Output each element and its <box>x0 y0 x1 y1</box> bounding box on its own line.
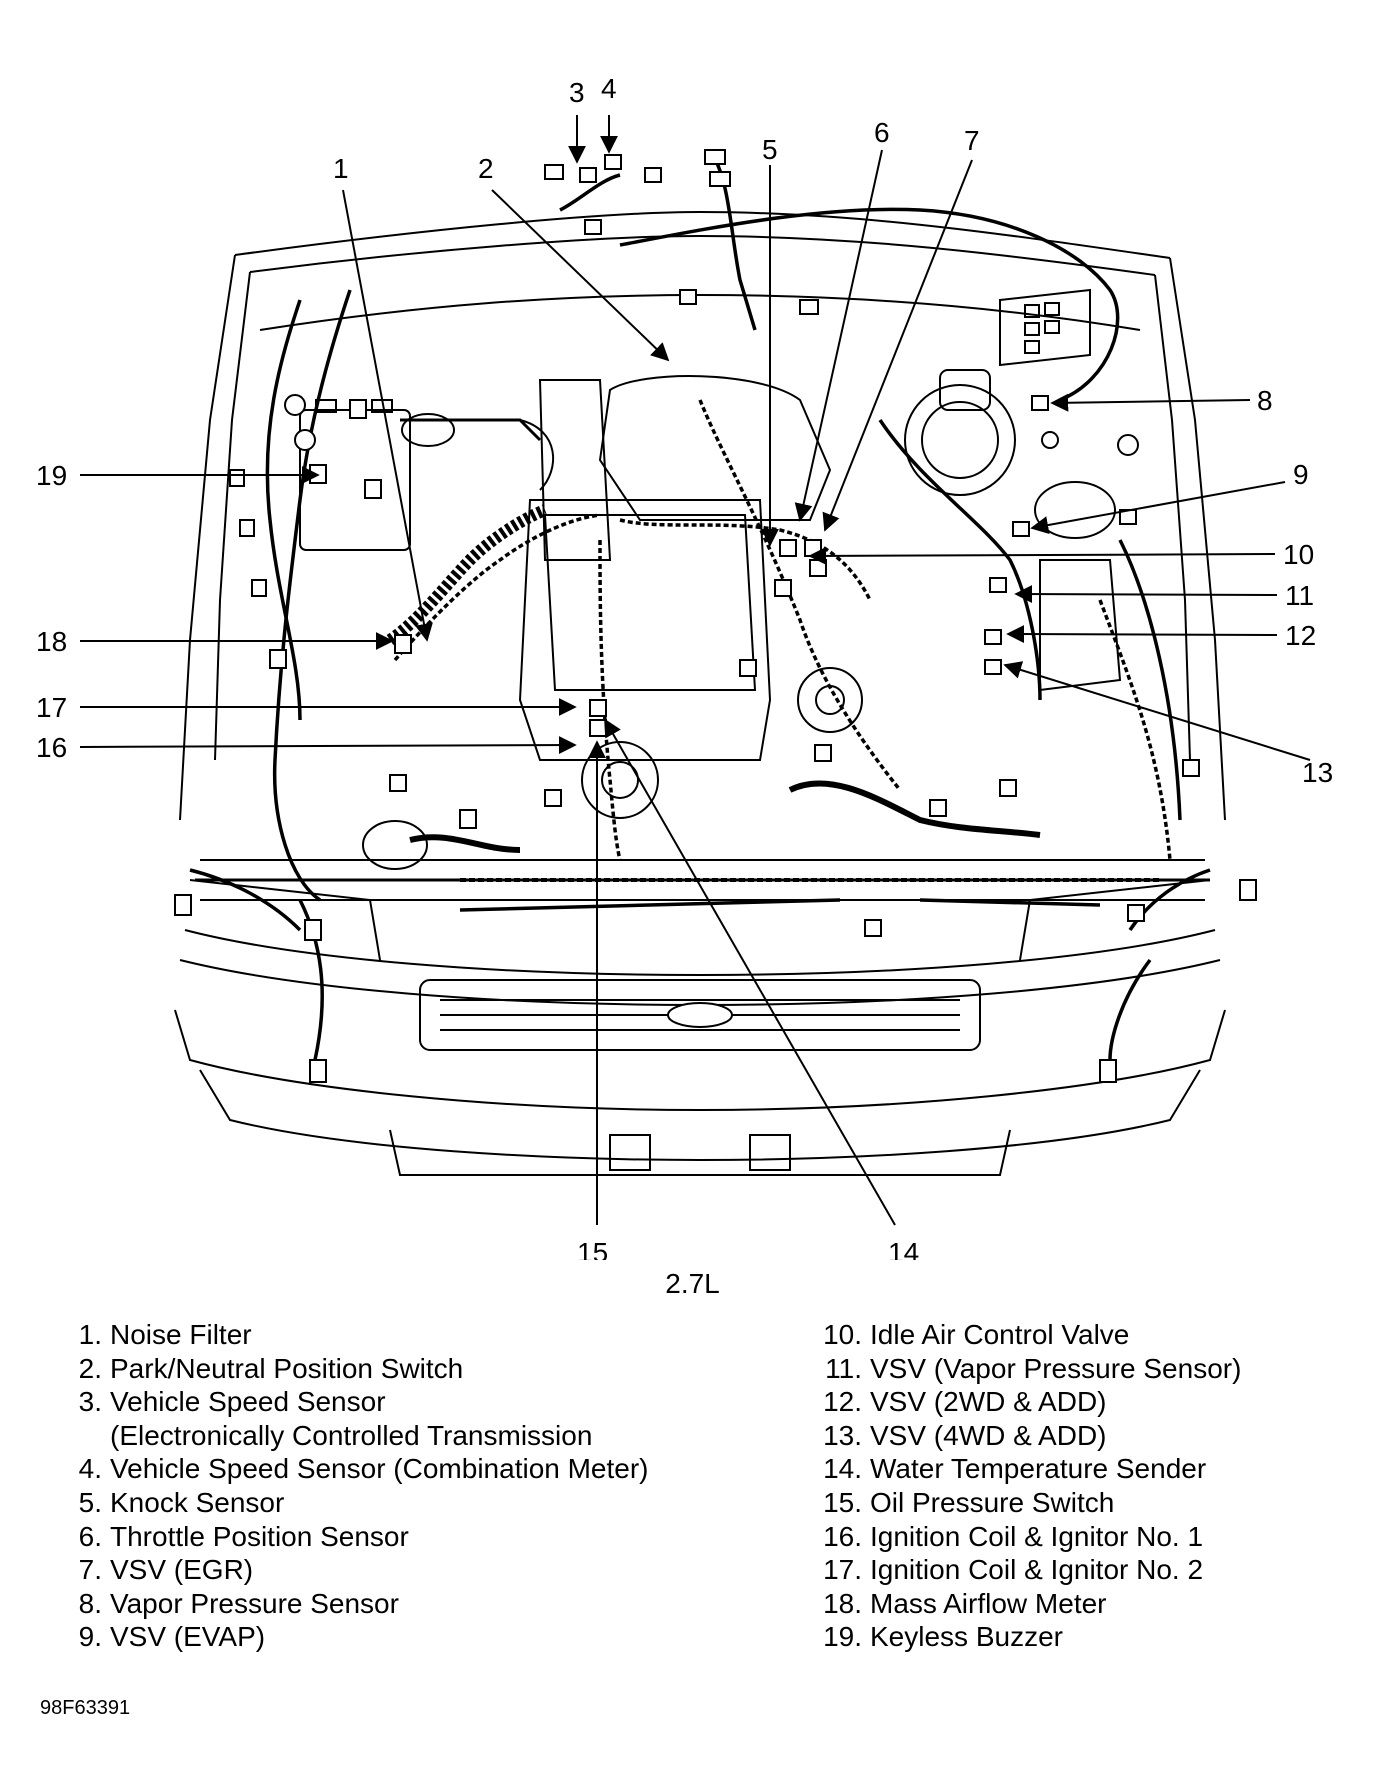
engine-caption: 2.7L <box>665 1268 720 1299</box>
legend-item: 14.Water Temperature Sender <box>823 1453 1207 1485</box>
legend-item: 2.Park/Neutral Position Switch <box>78 1352 464 1384</box>
engine-compartment-diagram: 1 2 3 4 5 6 7 8 9 10 11 12 13 14 15 16 1… <box>36 73 1333 1260</box>
legend-item: 17.Ignition Coil & Ignitor No. 2 <box>823 1554 1204 1586</box>
callout-2: 2 <box>478 153 494 184</box>
legend-item: 8.Vapor Pressure Sensor <box>78 1587 399 1619</box>
callout-12: 12 <box>1285 620 1316 651</box>
legend-item: 13.VSV (4WD & ADD) <box>823 1419 1107 1451</box>
callout-5: 5 <box>762 134 778 165</box>
figure-id: 98F63391 <box>40 1697 131 1719</box>
legend-item: 18.Mass Airflow Meter <box>823 1587 1107 1619</box>
legend-left-column: 1.Noise Filter 2.Park/Neutral Position S… <box>62 1318 649 1654</box>
callout-13: 13 <box>1302 757 1333 788</box>
legend-item: 16.Ignition Coil & Ignitor No. 1 <box>823 1520 1204 1552</box>
legend-item-continuation: (Electronically Controlled Transmission <box>110 1419 593 1451</box>
engine-assembly <box>299 288 1122 870</box>
callout-10: 10 <box>1283 539 1314 570</box>
legend-item: 4.Vehicle Speed Sensor (Combination Mete… <box>78 1453 649 1485</box>
vehicle-body-outline <box>174 210 1226 1176</box>
callout-16: 16 <box>36 732 67 763</box>
callout-1: 1 <box>333 153 349 184</box>
callout-8: 8 <box>1257 385 1273 416</box>
legend-item: 15.Oil Pressure Switch <box>823 1486 1115 1518</box>
legend-item: 12.VSV (2WD & ADD) <box>823 1386 1107 1418</box>
callout-14: 14 <box>888 1237 919 1260</box>
legend-item: 3.Vehicle Speed Sensor <box>78 1386 386 1418</box>
callout-18: 18 <box>36 626 67 657</box>
callout-7: 7 <box>964 125 980 156</box>
legend-item: 7.VSV (EGR) <box>78 1554 254 1586</box>
callout-4: 4 <box>601 73 617 104</box>
callout-3: 3 <box>569 77 585 108</box>
callout-17: 17 <box>36 692 67 723</box>
legend-item: 11.VSV (Vapor Pressure Sensor) <box>825 1352 1242 1384</box>
callout-numbers: 1 2 3 4 5 6 7 8 9 10 11 12 13 14 15 16 1… <box>36 73 1333 1260</box>
callout-9: 9 <box>1293 459 1309 490</box>
callout-11: 11 <box>1285 580 1314 611</box>
legend-item: 19.Keyless Buzzer <box>823 1621 1063 1653</box>
legend-item: 9.VSV (EVAP) <box>78 1621 266 1653</box>
leader-lines <box>79 115 1311 1226</box>
legend-item: 5.Knock Sensor <box>78 1486 285 1518</box>
legend-right-column: 10.Idle Air Control Valve 11.VSV (Vapor … <box>822 1318 1241 1654</box>
legend-item: 1.Noise Filter <box>78 1319 252 1350</box>
legend-item: 6.Throttle Position Sensor <box>78 1520 409 1552</box>
connectors <box>174 149 1257 1083</box>
callout-15: 15 <box>577 1237 608 1260</box>
firewall-grommets <box>284 394 1139 456</box>
legend-item: 10.Idle Air Control Valve <box>823 1319 1130 1350</box>
wiring-harness <box>189 149 1211 1061</box>
callout-6: 6 <box>874 117 890 148</box>
callout-19: 19 <box>36 460 67 491</box>
